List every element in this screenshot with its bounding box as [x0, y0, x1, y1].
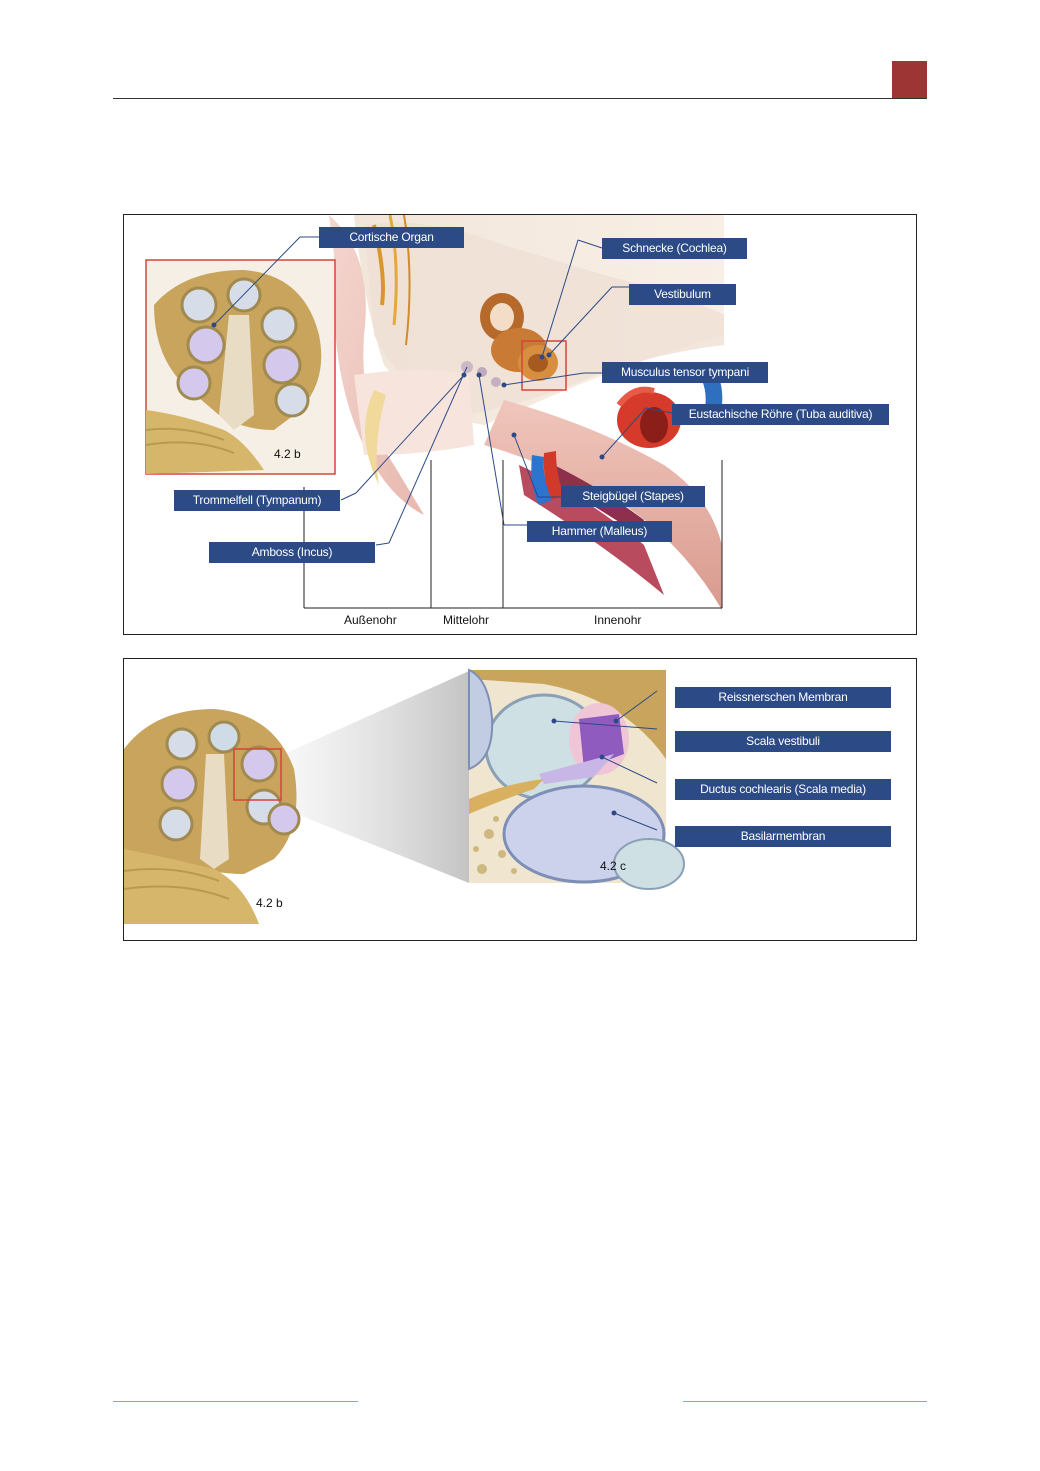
label-schnecke: Schnecke (Cochlea) — [602, 238, 747, 259]
label-hammer: Hammer (Malleus) — [527, 521, 672, 542]
region-mittelohr: Mittelohr — [443, 613, 490, 627]
label-vestibulum: Vestibulum — [629, 284, 736, 305]
label-steigbuegel: Steigbügel (Stapes) — [561, 486, 705, 507]
region-innenohr: Innenohr — [594, 613, 642, 627]
ear-illustration — [145, 215, 724, 610]
label-eustachische: Eustachische Röhre (Tuba auditiva) — [672, 404, 889, 425]
label-amboss: Amboss (Incus) — [209, 542, 375, 563]
label-trommelfell: Trommelfell (Tympanum) — [174, 490, 340, 511]
figure-cochlea-detail: 4.2 b 4.2 c Reissnerschen Membran Scala … — [123, 658, 917, 941]
chapter-tab — [892, 61, 927, 98]
label-ductus: Ductus cochlearis (Scala media) — [675, 779, 891, 800]
label-reissner: Reissnerschen Membran — [675, 687, 891, 708]
header-rule — [113, 98, 927, 99]
cochlea-illustration — [124, 668, 685, 924]
footer-rule-left — [113, 1401, 358, 1402]
figure-ear-anatomy: 4.2 b Cortische Organ Schnecke (Cochlea)… — [123, 214, 917, 635]
label-musculus: Musculus tensor tympani — [602, 362, 768, 383]
label-basilar: Basilarmembran — [675, 826, 891, 847]
footer-rule-right — [683, 1401, 927, 1402]
label-cortische-organ: Cortische Organ — [319, 227, 464, 248]
zoom-figure-label: 4.2 c — [600, 859, 627, 873]
region-aussenohr: Außenohr — [344, 613, 397, 627]
label-scala-vestibuli: Scala vestibuli — [675, 731, 891, 752]
left-figure-label: 4.2 b — [256, 896, 283, 910]
inset-figure-label: 4.2 b — [274, 447, 301, 461]
